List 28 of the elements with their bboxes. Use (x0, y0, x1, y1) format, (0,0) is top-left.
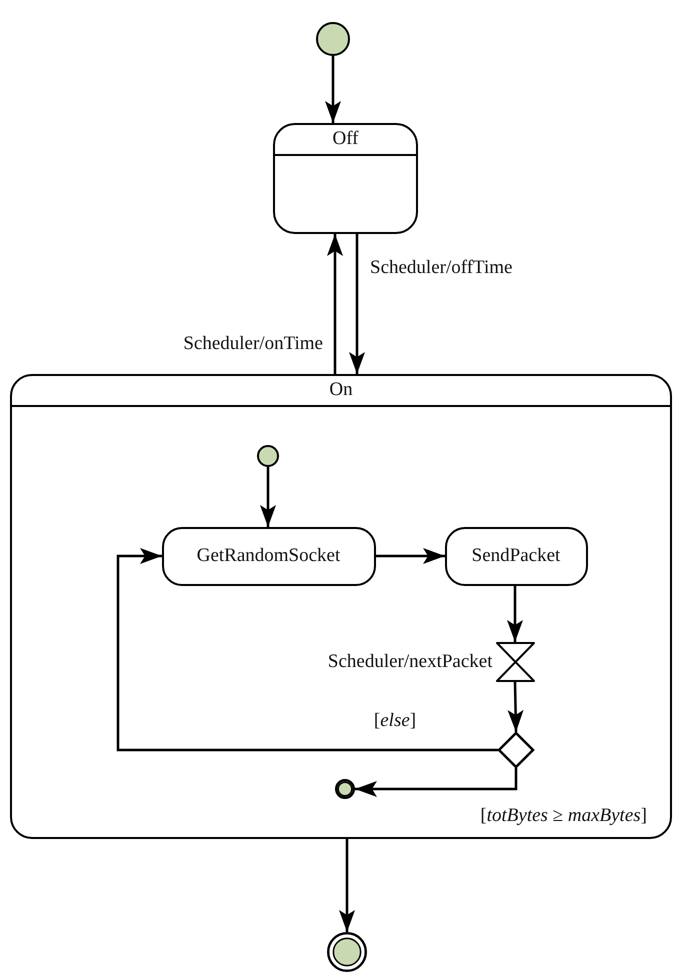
final-state-circle (334, 778, 354, 798)
initial-state-circle (256, 444, 278, 466)
arrow (376, 548, 445, 564)
arrow (325, 56, 341, 123)
action-box (444, 526, 588, 586)
arrow (355, 768, 518, 797)
state-name: Off (332, 127, 359, 150)
arrow (260, 467, 276, 527)
arrow (327, 234, 343, 374)
edge-label: [totBytes ≥ maxBytes] (480, 805, 647, 827)
edge-label: Scheduler/offTime (370, 257, 512, 279)
action-label: SendPacket (472, 545, 560, 567)
initial-state-circle (316, 22, 350, 56)
final-state-circle (327, 932, 367, 972)
arrow (339, 839, 355, 932)
decision-diamond (498, 732, 534, 768)
arrow (116, 548, 498, 752)
action-box (162, 526, 376, 586)
arrow (507, 586, 523, 642)
state-name: On (329, 378, 353, 401)
arrow (349, 234, 365, 374)
state-box (10, 374, 672, 839)
event-label: Scheduler/nextPacket (328, 650, 494, 672)
action-label: GetRandomSocket (196, 545, 340, 567)
edge-label: Scheduler/onTime (183, 333, 323, 355)
edge-label: [else] (374, 710, 416, 732)
state-box (273, 123, 418, 234)
arrow (508, 682, 524, 732)
